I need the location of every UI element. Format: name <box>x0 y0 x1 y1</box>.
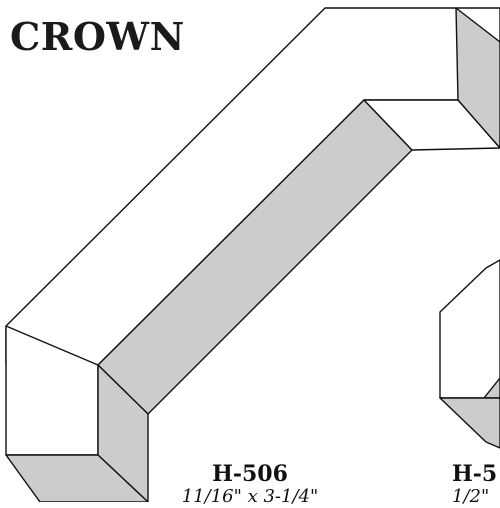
molding-h506-bottom-shaded <box>5 454 149 502</box>
molding-h5-top-face <box>439 259 500 399</box>
molding-h506-top-face <box>5 7 500 366</box>
profile-dimensions: 11/16" x 3-1/4" <box>181 486 319 508</box>
profile-label-h5: H-5 1/2" <box>452 462 500 508</box>
molding-h506-right-side <box>455 7 500 149</box>
profile-label-h506: H-506 11/16" x 3-1/4" <box>160 462 340 508</box>
profile-code: H-506 <box>212 461 288 487</box>
profile-dimensions: 1/2" <box>452 486 490 508</box>
molding-h506-left-shaded <box>97 364 149 502</box>
molding-h506-inner-top <box>363 99 500 151</box>
page-title: CROWN <box>10 14 185 59</box>
molding-h5-bottom-shaded <box>439 397 500 449</box>
profile-code: H-5 <box>452 461 498 487</box>
